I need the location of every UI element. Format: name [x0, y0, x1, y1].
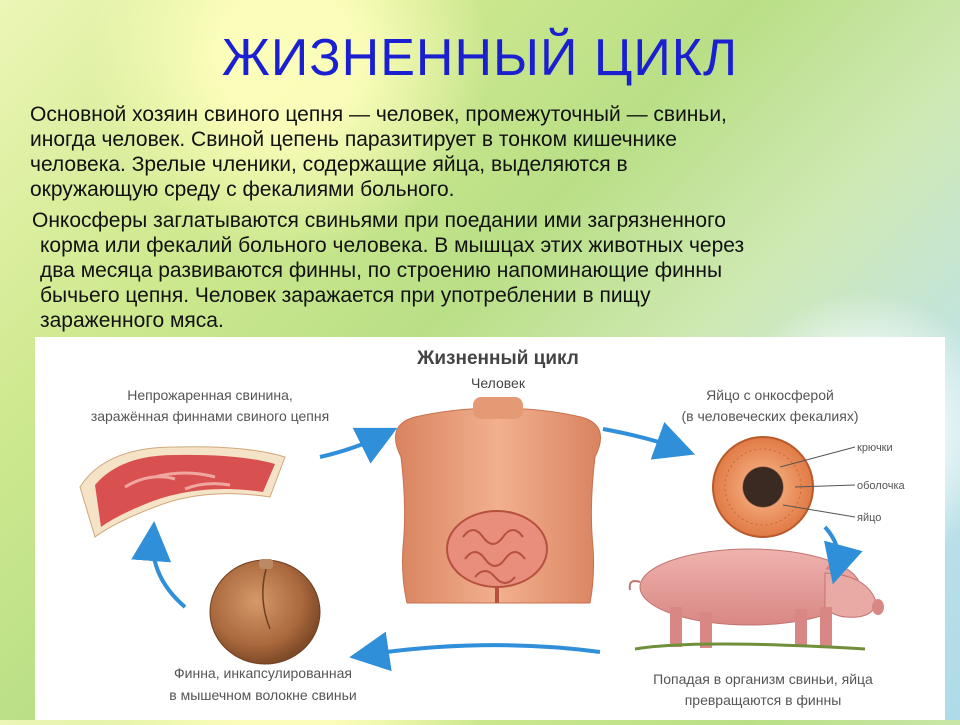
- paragraph-infection: Онкосферы заглатываются свиньями при пое…: [22, 208, 932, 333]
- life-cycle-svg: Жизненный цикл Человек Непрожаренная сви…: [79, 348, 905, 708]
- paragraph-hosts: Основной хозяин свиного цепня — человек,…: [30, 102, 930, 202]
- text-line: бычьего цепня. Человек заражается при уп…: [40, 284, 651, 307]
- pig-label-line2: превращаются в финны: [685, 692, 842, 708]
- text-line: корма или фекалий больного человека. В м…: [40, 234, 745, 257]
- slide-title: ЖИЗНЕННЫЙ ЦИКЛ: [221, 29, 739, 87]
- egg-label-line1: Яйцо с онкосферой: [706, 387, 834, 403]
- text-line: два месяца развиваются финны, по строени…: [40, 259, 723, 282]
- text-line: Онкосферы заглатываются свиньями при пое…: [32, 209, 726, 232]
- arrow-pig-to-cyst: [349, 631, 601, 672]
- shell-label: оболочка: [857, 480, 905, 492]
- text-line: Основной хозяин свиного цепня — человек,…: [30, 103, 727, 126]
- human-label: Человек: [471, 375, 526, 391]
- text-line: человека. Зрелые членики, содержащие яйц…: [30, 153, 628, 176]
- oncosphere-egg-image: [712, 436, 856, 538]
- diagram-title: Жизненный цикл: [416, 348, 579, 369]
- arrow-cyst-to-pork: [131, 521, 187, 609]
- arrow-egg-to-pig: [823, 525, 863, 585]
- arrow-human-to-egg: [602, 422, 696, 460]
- text-line: зараженного мяса.: [40, 309, 224, 332]
- raw-pork-image: [79, 446, 286, 538]
- cyst-label-line1: Финна, инкапсулированная: [174, 665, 352, 681]
- pork-label-line1: Непрожаренная свинина,: [127, 387, 293, 403]
- pork-label-line2: заражённая финнами свиного цепня: [91, 408, 329, 424]
- hooks-label: крючки: [857, 442, 893, 454]
- pig-label-line1: Попадая в организм свиньи, яйца: [653, 671, 873, 687]
- encapsulated-cyst-image: [209, 559, 321, 665]
- egg-label-line2: (в человеческих фекалиях): [682, 408, 859, 424]
- egg-part-label: яйцо: [857, 512, 881, 524]
- text-line: окружающую среду с фекалиями больного.: [30, 178, 455, 201]
- human-torso-image: [394, 397, 602, 604]
- arrow-pork-to-human: [319, 427, 398, 464]
- text-line: иногда человек. Свиной цепень паразитиру…: [30, 128, 677, 151]
- cyst-label-line2: в мышечном волокне свиньи: [169, 687, 356, 703]
- pig-image: [628, 548, 884, 651]
- life-cycle-diagram: Жизненный цикл Человек Непрожаренная сви…: [35, 337, 945, 720]
